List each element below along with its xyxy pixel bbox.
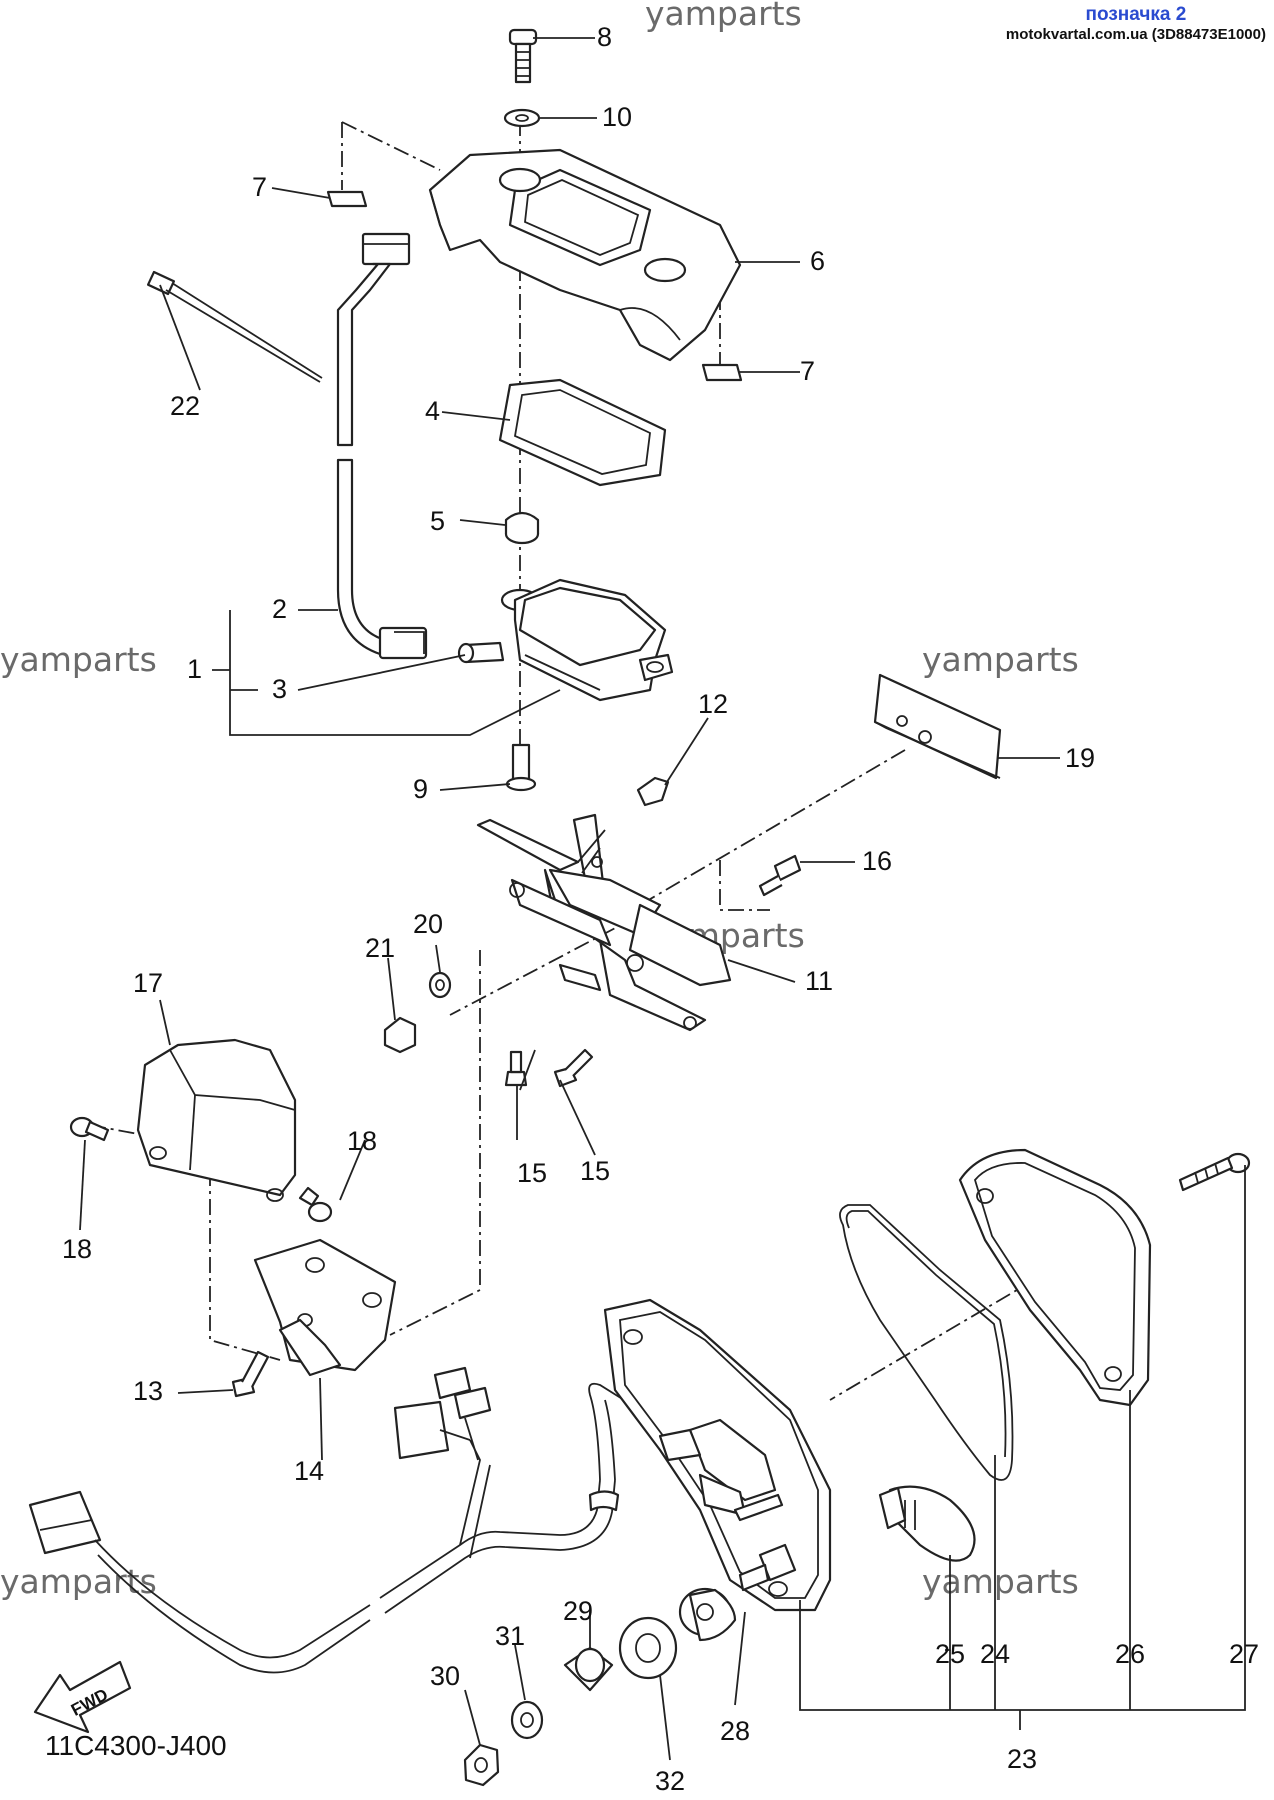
axis-line bbox=[639, 749, 906, 906]
callout-10: 10 bbox=[602, 102, 632, 132]
callout-14: 14 bbox=[294, 1456, 324, 1486]
callout-4: 4 bbox=[425, 396, 440, 426]
bulb-3 bbox=[457, 641, 505, 664]
gasket-4 bbox=[498, 378, 667, 487]
callout-25: 25 bbox=[935, 1639, 965, 1669]
callout-23: 23 bbox=[1007, 1744, 1037, 1774]
cable-tie-22 bbox=[146, 270, 323, 383]
screw-27 bbox=[1178, 1152, 1251, 1192]
grommet-28 bbox=[678, 1587, 737, 1642]
callout-20: 20 bbox=[413, 909, 443, 939]
watermark: yamparts bbox=[645, 0, 802, 33]
callout-29: 29 bbox=[563, 1596, 593, 1626]
callout-13: 13 bbox=[133, 1376, 163, 1406]
callout-32: 32 bbox=[655, 1766, 685, 1796]
spacer-29 bbox=[563, 1646, 614, 1692]
callout-11: 11 bbox=[805, 966, 833, 996]
washer-31 bbox=[510, 1700, 544, 1740]
callout-3: 3 bbox=[272, 674, 287, 704]
callout-8: 8 bbox=[597, 22, 612, 52]
badge-title: позначка 2 bbox=[1085, 4, 1187, 25]
bolt-15-left bbox=[504, 1050, 528, 1087]
bolt-8 bbox=[508, 28, 538, 84]
washer-10 bbox=[503, 108, 541, 128]
license-light-19 bbox=[873, 673, 1002, 780]
tail-lens-26 bbox=[958, 1148, 1152, 1407]
bulb-25 bbox=[878, 1485, 976, 1562]
watermark: yamparts bbox=[922, 1562, 1079, 1601]
seal-24-inner bbox=[845, 1210, 1007, 1458]
fwd-arrow-icon: FWD bbox=[33, 1660, 132, 1734]
meter-assembly-1 bbox=[500, 578, 674, 702]
axis-line bbox=[829, 1249, 1086, 1401]
watermark: yamparts bbox=[922, 640, 1079, 679]
axis-line bbox=[389, 950, 481, 1336]
callout-22: 22 bbox=[170, 391, 200, 421]
nut-30 bbox=[463, 1743, 500, 1787]
callout-15-left: 15 bbox=[517, 1158, 547, 1188]
bracket-11 bbox=[476, 813, 732, 1032]
nut-21 bbox=[383, 1016, 417, 1054]
wire-harness bbox=[28, 1366, 641, 1674]
diagram-code: 11C4300-J400 bbox=[45, 1730, 227, 1761]
callout-18-right: 18 bbox=[347, 1126, 377, 1156]
callout-5: 5 bbox=[430, 506, 445, 536]
source-badge: позначка 2 motokvartal.com.ua (3D88473E1… bbox=[1006, 4, 1266, 43]
pad-7-upper bbox=[326, 190, 368, 208]
screw-18-left bbox=[69, 1116, 110, 1142]
license-lens-17 bbox=[136, 1038, 297, 1202]
watermark: yamparts bbox=[0, 1562, 157, 1601]
washer-20 bbox=[428, 971, 452, 999]
callout-7-upper: 7 bbox=[252, 172, 267, 202]
callout-9: 9 bbox=[413, 774, 428, 804]
callout-30: 30 bbox=[430, 1661, 460, 1691]
axis-line bbox=[341, 121, 441, 171]
callout-26: 26 bbox=[1115, 1639, 1145, 1669]
callout-16: 16 bbox=[862, 846, 892, 876]
seal-24 bbox=[839, 1204, 1014, 1481]
tail-light-housing-23 bbox=[603, 1298, 832, 1612]
collar-32 bbox=[618, 1616, 678, 1680]
callout-15-right: 15 bbox=[580, 1156, 610, 1186]
callout-21: 21 bbox=[365, 933, 395, 963]
callout-18-left: 18 bbox=[62, 1234, 92, 1264]
badge-source: motokvartal.com.ua (3D88473E1000) bbox=[1005, 26, 1266, 43]
collar-9 bbox=[505, 743, 537, 792]
callout-12: 12 bbox=[698, 689, 728, 719]
callout-17: 17 bbox=[133, 968, 163, 998]
callout-numbers: 1 2 3 4 5 6 7 7 8 9 10 11 12 13 14 15 15… bbox=[62, 22, 1259, 1796]
meter-cover-6 bbox=[428, 148, 742, 362]
lead-wire-2 bbox=[336, 232, 428, 660]
grommet-5 bbox=[504, 511, 540, 545]
callout-2: 2 bbox=[272, 594, 287, 624]
watermark: yamparts bbox=[0, 640, 157, 679]
callout-24: 24 bbox=[980, 1639, 1010, 1669]
callout-28: 28 bbox=[720, 1716, 750, 1746]
callout-27: 27 bbox=[1229, 1639, 1259, 1669]
axis-line bbox=[719, 860, 770, 911]
pad-7-lower bbox=[701, 363, 743, 382]
callout-1: 1 bbox=[187, 654, 202, 684]
bulb-12 bbox=[636, 776, 670, 807]
screw-18-right bbox=[298, 1186, 333, 1223]
leader-lines bbox=[79, 37, 1246, 1761]
callout-6: 6 bbox=[810, 246, 825, 276]
callout-7-lower: 7 bbox=[800, 356, 815, 386]
bolt-16 bbox=[758, 854, 802, 897]
light-base-14 bbox=[253, 1238, 397, 1377]
bolt-13 bbox=[231, 1350, 270, 1398]
callout-19: 19 bbox=[1065, 743, 1095, 773]
callout-31: 31 bbox=[495, 1621, 525, 1651]
axis-line bbox=[449, 914, 641, 1016]
